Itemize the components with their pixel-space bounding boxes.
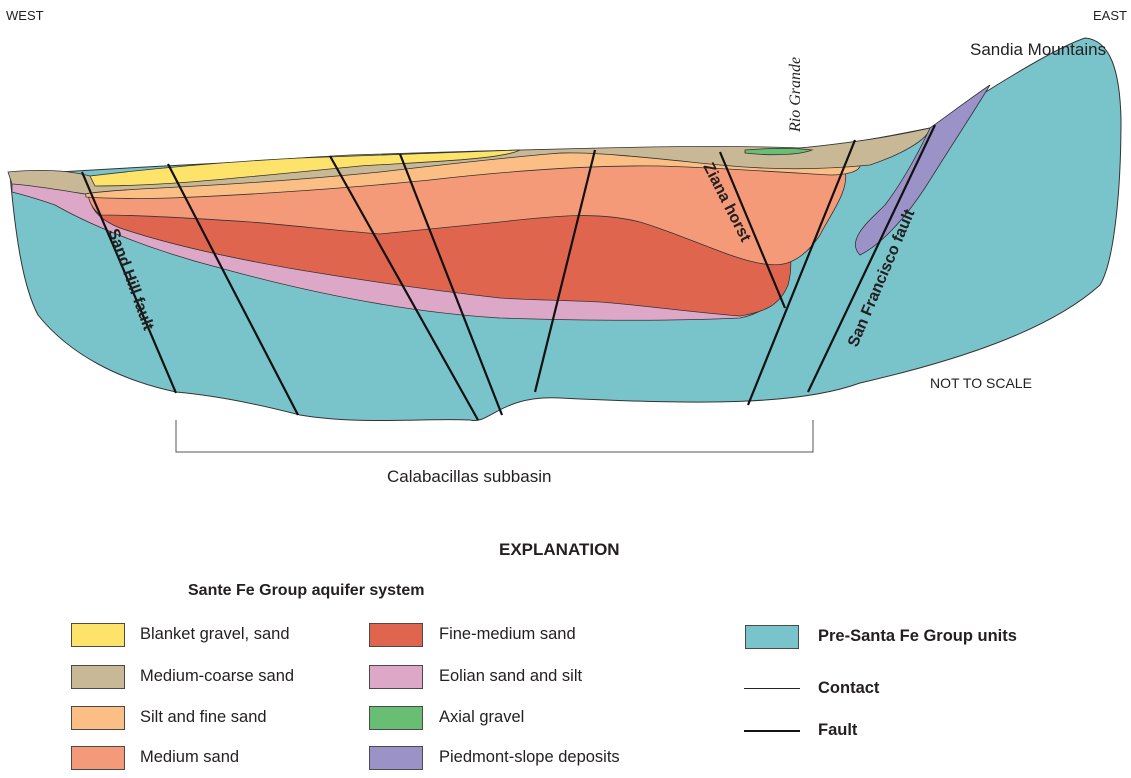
legend-medium-sand-label: Medium sand	[140, 748, 240, 766]
piedmont-slope-deposits	[854, 84, 991, 256]
pre-santa-fe-swatch	[745, 625, 799, 649]
fault-line-symbol	[744, 730, 800, 732]
rio-grande-label: Rio Grande	[787, 57, 804, 133]
axial-gravel-swatch	[369, 706, 423, 730]
geologic-cross-section: Sand Hill fault Ziana horst San Francisc…	[7, 37, 1122, 453]
blanket-gravel-swatch	[71, 623, 125, 647]
legend-blanket-gravel-label: Blanket gravel, sand	[140, 625, 290, 643]
legend-fine-medium-label: Fine-medium sand	[439, 625, 576, 643]
fault-line-4	[398, 153, 504, 416]
blanket-gravel-sand-layer	[89, 149, 521, 187]
sandia-mountains-label: Sandia Mountains	[970, 40, 1107, 59]
medium-sand-swatch	[71, 746, 125, 770]
legend-contact-label: Contact	[818, 679, 880, 697]
legend-piedmont-label: Piedmont-slope deposits	[439, 748, 620, 766]
fault-line-2	[167, 163, 299, 416]
fault-line-3	[329, 155, 479, 421]
subbasin-bracket	[175, 420, 814, 453]
fine-medium-swatch	[369, 623, 423, 647]
ziana-east-fault-line	[746, 139, 857, 406]
fault-lines	[80, 124, 936, 421]
legend-axial-gravel-label: Axial gravel	[439, 708, 525, 726]
legend-fault-label: Fault	[818, 721, 858, 739]
axial-gravel-layer	[744, 148, 814, 156]
legend-silt-fine-label: Silt and fine sand	[140, 708, 267, 726]
medium-coarse-swatch	[71, 665, 125, 689]
east-label: EAST	[1093, 8, 1127, 23]
silt-fine-swatch	[71, 706, 125, 730]
group-heading: Sante Fe Group aquifer system	[188, 582, 425, 599]
fault-line-5	[533, 149, 597, 393]
eolian-swatch	[369, 665, 423, 689]
piedmont-swatch	[369, 746, 423, 770]
not-to-scale-label: NOT TO SCALE	[930, 375, 1032, 391]
sand-hill-fault-line	[80, 171, 178, 394]
west-label: WEST	[6, 8, 44, 23]
san-francisco-fault-line	[807, 124, 936, 393]
explanation-title: EXPLANATION	[499, 540, 620, 559]
legend-pre-santa-fe-label: Pre-Santa Fe Group units	[818, 627, 1017, 645]
legend-medium-coarse-label: Medium-coarse sand	[140, 667, 295, 685]
contact-line-symbol	[744, 688, 800, 689]
subbasin-label: Calabacillas subbasin	[387, 467, 552, 486]
legend-eolian-label: Eolian sand and silt	[439, 667, 583, 685]
ziana-west-fault-line	[718, 151, 787, 309]
